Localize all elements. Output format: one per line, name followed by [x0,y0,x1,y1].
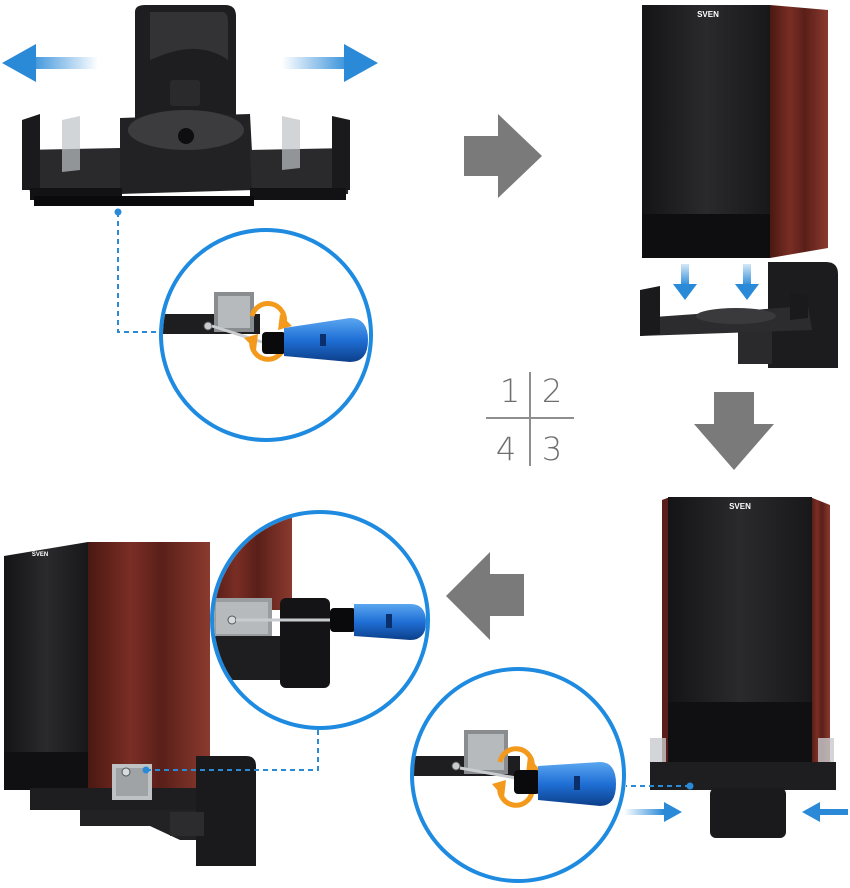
step-number-3: 3 [542,430,562,468]
slide-right-arrow-icon [282,44,378,82]
screwdriver-icon [330,604,426,640]
slide-left-arrow-icon [2,44,98,82]
step3-speaker: SVEN [650,497,836,838]
step2-down-arrows [673,264,759,300]
step1-detail-circle [159,228,373,442]
step3-squeeze-arrows [624,802,848,822]
screwdriver-icon [262,318,368,362]
step-number-4: 4 [496,430,516,468]
step-number-1: 1 [500,372,520,410]
flow-arrow-left [446,552,524,640]
screwdriver-icon [514,762,616,806]
step1-bracket [2,5,378,206]
brand-logo-step2: SVEN [697,10,719,19]
step-number-2: 2 [542,372,562,410]
step4-detail-circle [210,510,430,730]
step3-detail-connector [626,782,694,790]
rotate-icon [244,301,292,362]
step1-detail-connector [114,208,163,333]
step-order-grid: 1 2 3 4 [486,372,574,468]
flow-arrow-down [694,392,774,470]
brand-logo-step4: SVEN [32,552,48,558]
step2-bracket [640,262,838,368]
rotate-icon [492,746,540,808]
step2-speaker: SVEN [642,5,828,258]
step4-detail-connector [142,724,319,774]
brand-logo-step3: SVEN [729,502,751,511]
flow-arrow-right [464,114,542,198]
step3-detail-circle [410,667,626,883]
